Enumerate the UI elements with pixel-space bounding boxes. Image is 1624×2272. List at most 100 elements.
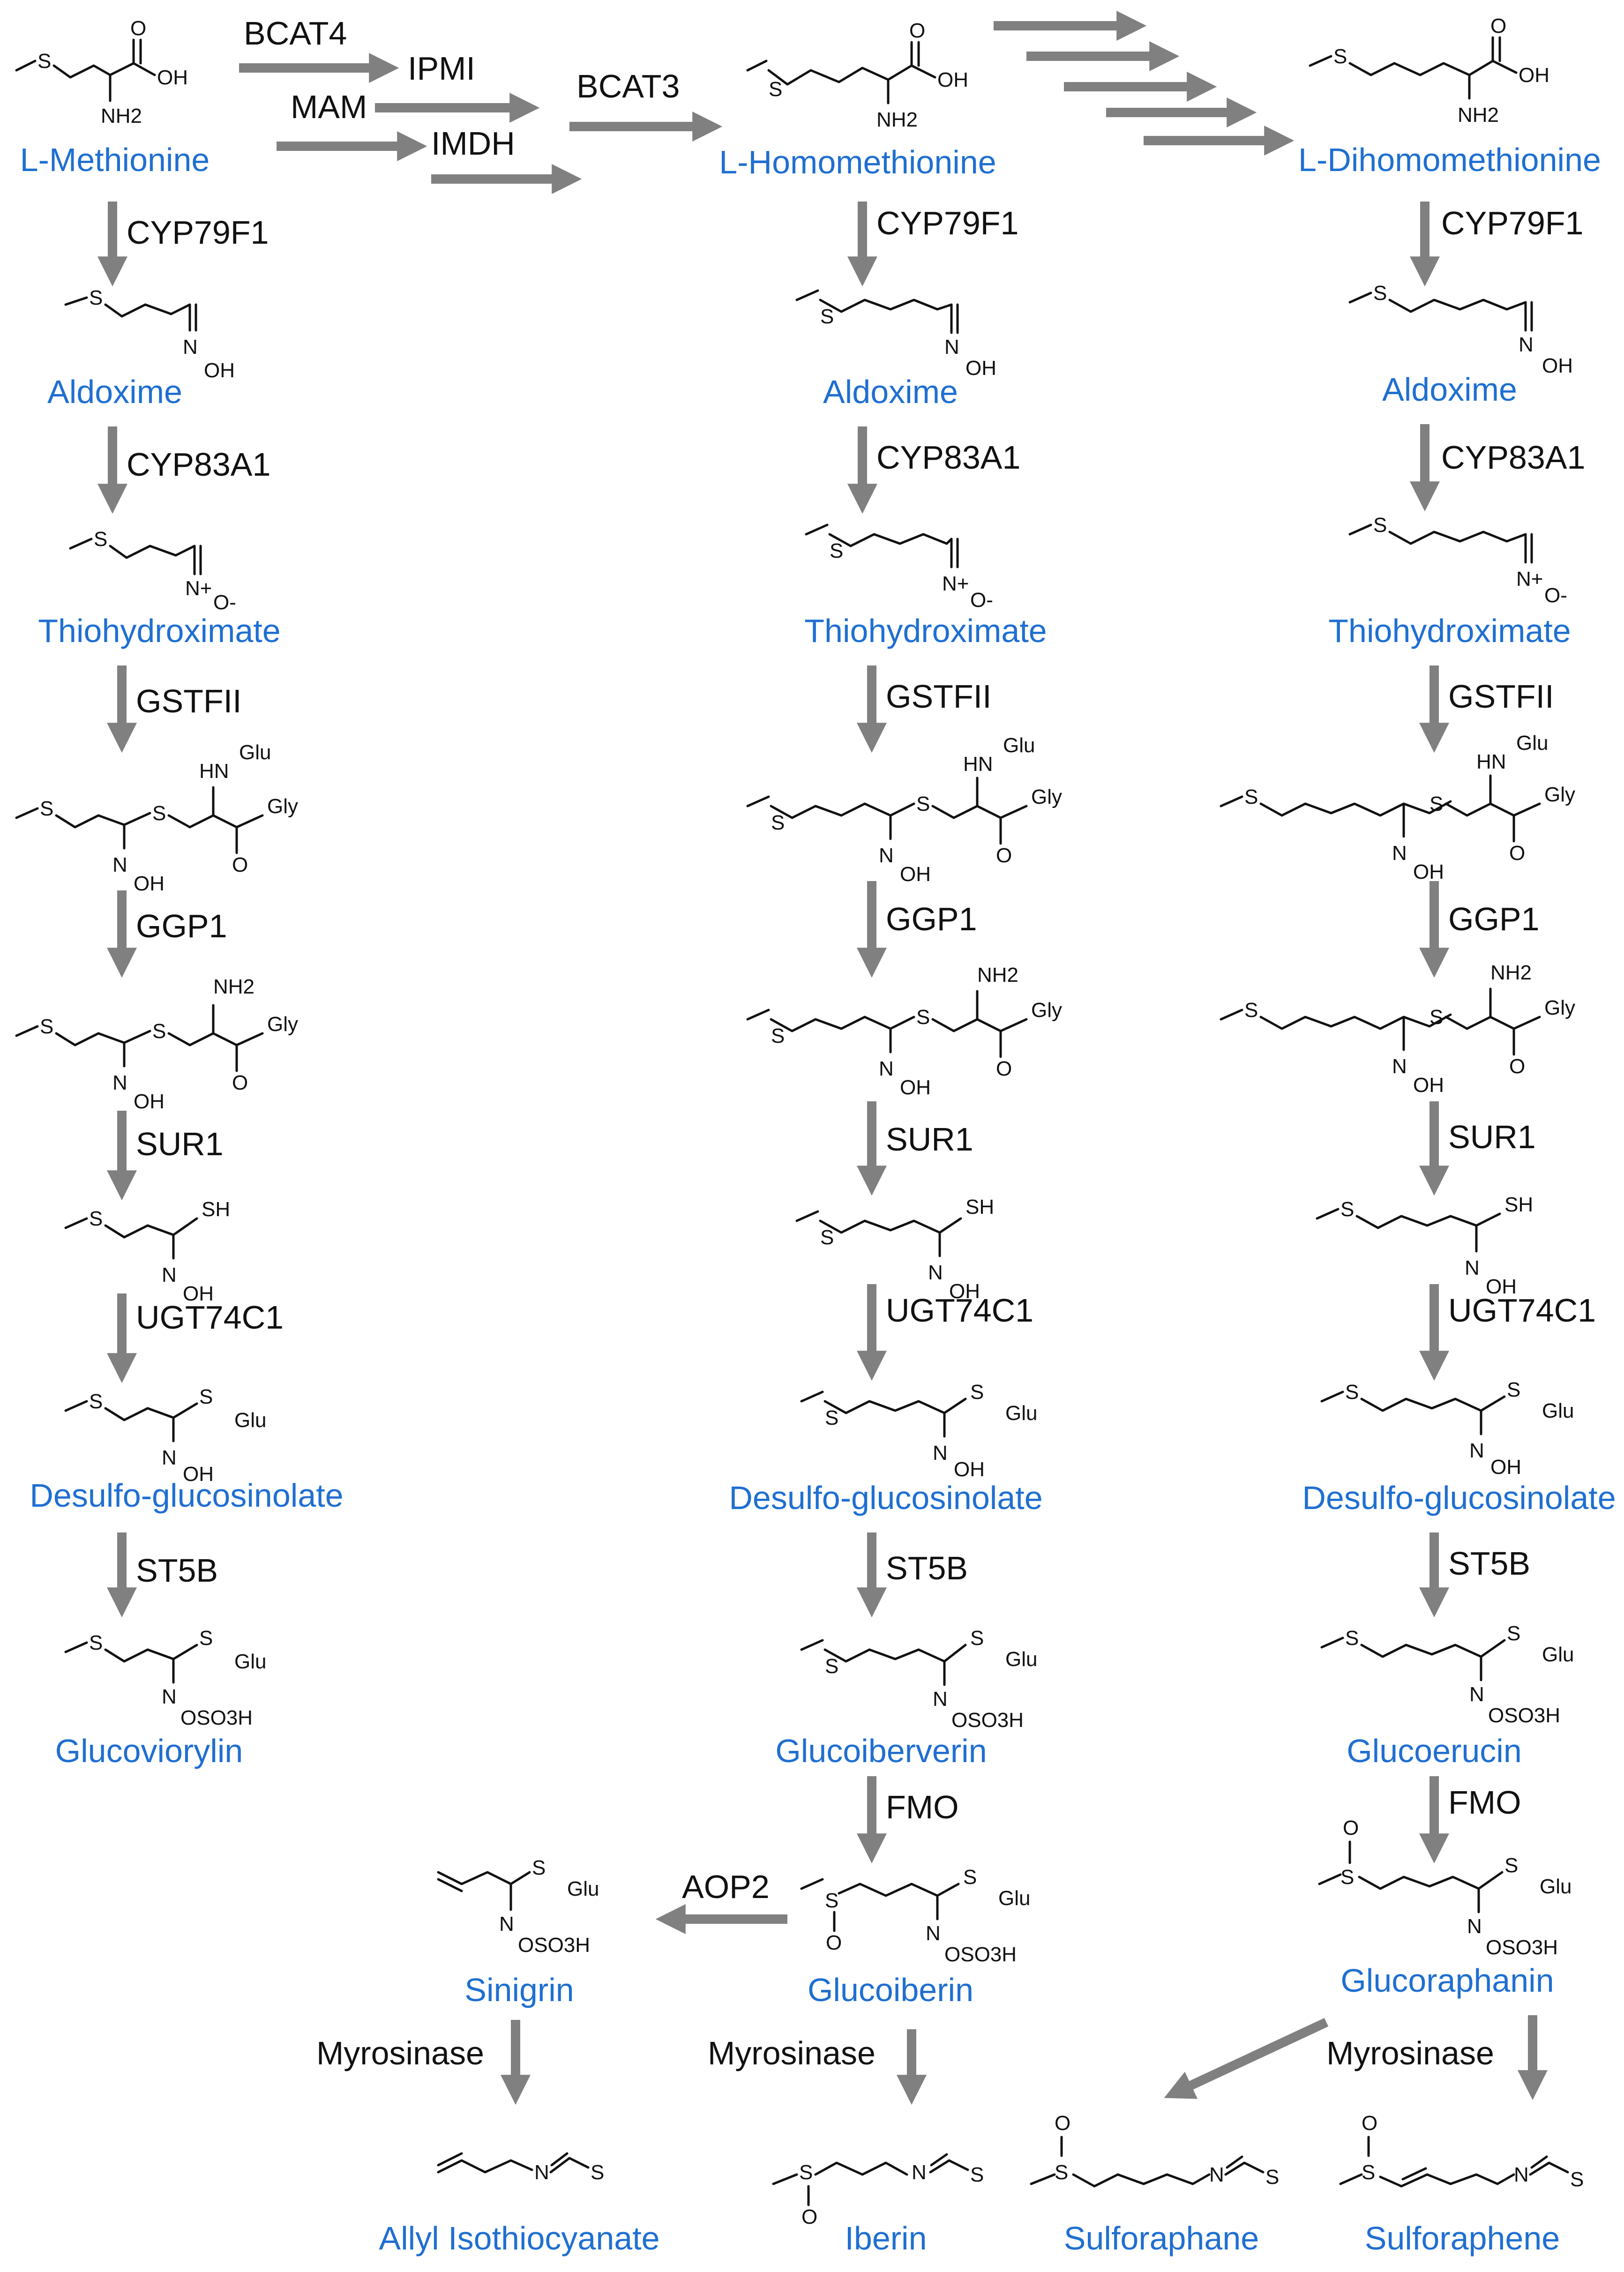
label-l-methionine: L-Methionine — [20, 142, 210, 178]
svg-text:Glu: Glu — [1540, 1875, 1572, 1898]
glucoiberin-structure: S O S Glu N OSO3H — [800, 1866, 1030, 1966]
svg-text:N: N — [933, 1442, 948, 1465]
chain-elongation-arrows — [239, 10, 1295, 194]
enzyme-cyp79f1-3: CYP79F1 — [1441, 205, 1583, 241]
svg-text:OH: OH — [900, 863, 931, 886]
sulforaphene-structure: S O N S — [1339, 2112, 1584, 2191]
label-l-homomethionine: L-Homomethionine — [719, 144, 996, 180]
label-sulforaphene: Sulforaphene — [1365, 2220, 1560, 2257]
svg-text:S: S — [1504, 1854, 1518, 1877]
label-desulfo-1: Desulfo-glucosinolate — [30, 1477, 343, 1514]
svg-text:N: N — [112, 853, 127, 876]
label-glucoiberin: Glucoiberin — [808, 1972, 973, 2008]
enzyme-st5b-1: ST5B — [136, 1552, 218, 1589]
svg-text:HN: HN — [199, 760, 229, 783]
svg-text:Gly: Gly — [267, 1013, 298, 1036]
gs-conjugate-structure-3: S S HN Glu Gly O N OH — [1220, 732, 1575, 883]
label-glucoviorylin: Glucoviorylin — [55, 1733, 243, 1769]
svg-text:S: S — [1507, 1622, 1520, 1645]
gs-conjugate-structure-1: S S HN Glu Gly O N OH — [15, 741, 298, 895]
glucoraphanin-structure: S O S Glu N OSO3H — [1318, 1816, 1572, 1959]
svg-text:SH: SH — [202, 1198, 230, 1221]
svg-text:O: O — [1362, 2112, 1377, 2135]
svg-text:N+: N+ — [942, 572, 969, 595]
svg-text:OH: OH — [134, 1090, 165, 1113]
svg-text:Glu: Glu — [998, 1887, 1030, 1910]
svg-text:S: S — [199, 1627, 213, 1650]
svg-text:S: S — [94, 528, 107, 551]
svg-text:OSO3H: OSO3H — [1486, 1936, 1558, 1959]
svg-text:OH: OH — [183, 1463, 214, 1486]
enzyme-cyp79f1-2: CYP79F1 — [876, 205, 1018, 241]
enzyme-sur1-2: SUR1 — [886, 1121, 973, 1158]
label-desulfo-3: Desulfo-glucosinolate — [1302, 1480, 1616, 1516]
svg-text:S: S — [1373, 282, 1387, 305]
svg-text:NH2: NH2 — [876, 108, 918, 131]
enzyme-ggp1-1: GGP1 — [136, 908, 227, 944]
svg-text:N: N — [1519, 333, 1534, 356]
dihomomethionine-structure: S O OH NH2 — [1309, 15, 1549, 127]
enzyme-cyp79f1: CYP79F1 — [127, 214, 269, 251]
enzyme-ugt-3: UGT74C1 — [1448, 1292, 1596, 1329]
svg-text:O: O — [130, 17, 146, 40]
svg-text:S: S — [970, 1627, 984, 1650]
svg-text:S: S — [820, 305, 834, 328]
svg-text:Glu: Glu — [1005, 1402, 1037, 1425]
label-aldoxime-2: Aldoxime — [823, 374, 958, 410]
svg-text:Gly: Gly — [1544, 996, 1575, 1019]
desulfo-structure-2: S S Glu N OH — [800, 1381, 1037, 1481]
svg-text:N: N — [879, 1057, 894, 1080]
svg-text:N: N — [1514, 2163, 1529, 2186]
thiohydroximate-structure-2: S N+ O- — [805, 523, 993, 612]
svg-text:O: O — [909, 19, 925, 42]
svg-text:S: S — [1244, 999, 1258, 1022]
svg-text:OH: OH — [1542, 354, 1573, 377]
svg-text:O: O — [1055, 2112, 1070, 2135]
svg-text:S: S — [1055, 2161, 1068, 2184]
svg-text:S: S — [1265, 2166, 1279, 2189]
svg-text:HN: HN — [1476, 750, 1506, 773]
enzyme-gstf-1: GSTFII — [136, 683, 242, 719]
svg-text:S: S — [916, 1006, 930, 1029]
aldoxime-structure-1: S N OH — [64, 286, 235, 382]
svg-text:N: N — [1392, 842, 1407, 865]
svg-text:S: S — [1244, 785, 1258, 808]
svg-text:S: S — [799, 2161, 813, 2184]
svg-text:HN: HN — [963, 753, 993, 776]
allyl-isothiocyanate-structure: N S — [437, 2152, 604, 2184]
svg-text:O: O — [801, 2205, 817, 2228]
enzyme-gstf-2: GSTFII — [886, 678, 992, 715]
svg-text:N: N — [933, 1688, 948, 1711]
svg-text:N: N — [1465, 1256, 1480, 1279]
svg-text:OH: OH — [1413, 1074, 1444, 1097]
svg-text:NH2: NH2 — [1490, 961, 1532, 984]
enzyme-imdh: IMDH — [431, 125, 515, 162]
svg-text:S: S — [199, 1385, 213, 1408]
enzyme-ggp1-3: GGP1 — [1448, 901, 1540, 937]
enzyme-myrosinase-1: Myrosinase — [316, 2035, 484, 2071]
desulfo-structure-1: S S Glu N OH — [64, 1385, 266, 1486]
svg-text:Glu: Glu — [1542, 1399, 1574, 1422]
svg-text:OH: OH — [949, 1280, 980, 1303]
svg-text:N: N — [928, 1261, 943, 1284]
enzyme-sur1-1: SUR1 — [136, 1126, 224, 1162]
svg-text:N: N — [183, 336, 198, 359]
svg-text:S: S — [820, 1226, 834, 1249]
svg-text:S: S — [152, 1020, 166, 1043]
svg-text:O: O — [232, 1071, 248, 1094]
label-aldoxime-1: Aldoxime — [47, 374, 182, 410]
svg-text:Glu: Glu — [567, 1877, 599, 1900]
svg-text:NH2: NH2 — [213, 975, 254, 998]
svg-text:OH: OH — [965, 357, 996, 380]
svg-text:NH2: NH2 — [977, 964, 1018, 987]
cysgly-conjugate-structure-2: S S NH2 Gly O N OH — [746, 964, 1062, 1099]
enzyme-cyp83a1-3: CYP83A1 — [1441, 439, 1585, 476]
svg-text:S: S — [40, 1015, 53, 1038]
svg-text:S: S — [1345, 1381, 1359, 1404]
svg-text:S: S — [825, 1406, 838, 1429]
svg-text:O-: O- — [970, 589, 993, 612]
label-thiohydroximate-1: Thiohydroximate — [38, 613, 280, 649]
svg-text:S: S — [1362, 2161, 1375, 2184]
svg-text:S: S — [963, 1866, 977, 1889]
enzyme-bcat3: BCAT3 — [576, 68, 680, 105]
